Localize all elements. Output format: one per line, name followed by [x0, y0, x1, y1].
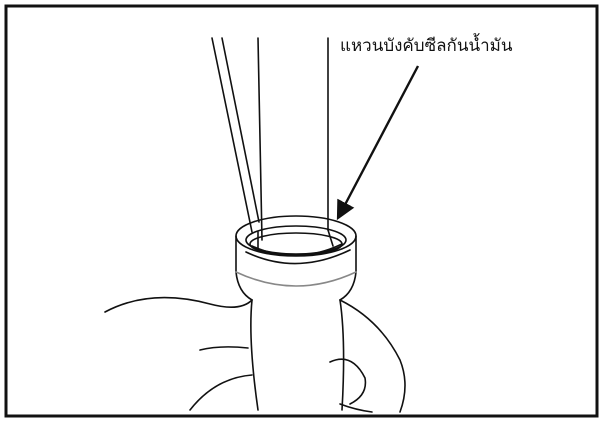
- fork-slider: [235, 215, 357, 411]
- hand: [104, 296, 406, 413]
- callout-arrow: [336, 65, 420, 221]
- fork-tube: [257, 37, 334, 251]
- installation-tool: [211, 37, 263, 241]
- figure-frame: [4, 4, 599, 418]
- callout-label: แหวนบังคับซีลกันน้ำมัน: [340, 36, 513, 56]
